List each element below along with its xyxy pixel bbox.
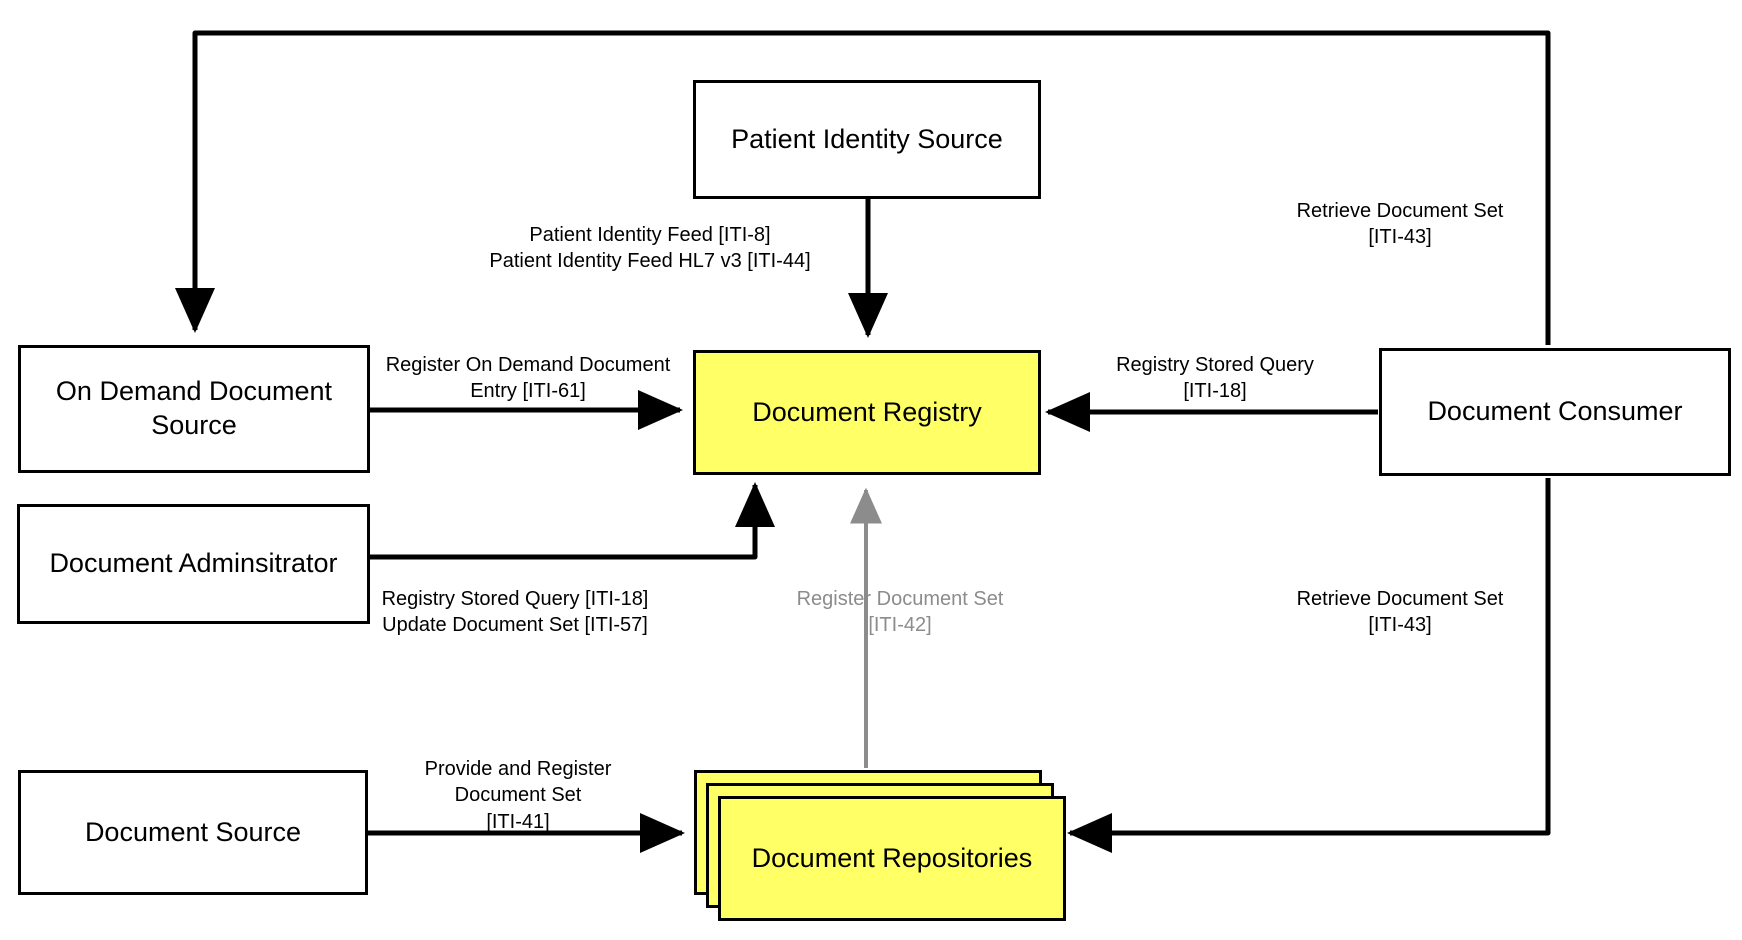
node-document-repositories[interactable]: Document Repositories bbox=[718, 796, 1066, 921]
edge-document-administrator-transactions bbox=[370, 481, 775, 560]
node-on-demand-document-source[interactable]: On Demand Document Source bbox=[18, 345, 370, 473]
node-document-registry[interactable]: Document Registry bbox=[693, 350, 1041, 475]
edge-label-provide-and-register-document-set: Provide and Register Document Set [ITI-4… bbox=[424, 758, 612, 833]
node-label-document-source: Document Source bbox=[84, 816, 302, 847]
edge-label-registry-stored-query: Registry Stored Query [ITI-18] bbox=[1116, 354, 1314, 403]
edge-label-retrieve-document-set-bottom: Retrieve Document Set [ITI-43] bbox=[1296, 588, 1504, 637]
edge-label-register-document-set: Register Document Set [ITI-42] bbox=[796, 588, 1004, 637]
node-document-consumer[interactable]: Document Consumer bbox=[1379, 348, 1731, 476]
edge-retrieve-document-set-bottom bbox=[1066, 478, 1551, 853]
edge-label-register-on-demand-document-entry: Register On Demand Document Entry [ITI-6… bbox=[385, 354, 671, 403]
edge-label-retrieve-document-set-top: Retrieve Document Set [ITI-43] bbox=[1296, 200, 1504, 249]
node-label-on-demand-document-source: On Demand Document Source bbox=[55, 376, 333, 440]
node-label-document-consumer: Document Consumer bbox=[1427, 396, 1683, 427]
node-document-source[interactable]: Document Source bbox=[18, 770, 368, 895]
node-label-document-registry: Document Registry bbox=[752, 396, 982, 427]
edge-label-document-administrator-transactions: Registry Stored Query [ITI-18] Update Do… bbox=[381, 588, 649, 637]
node-label-document-adminsitrator: Document Adminsitrator bbox=[49, 548, 338, 579]
node-document-adminsitrator[interactable]: Document Adminsitrator bbox=[17, 504, 370, 624]
edge-retrieve-document-set-top bbox=[175, 30, 1551, 345]
node-label-patient-identity-source: Patient Identity Source bbox=[731, 123, 1003, 154]
node-patient-identity-source[interactable]: Patient Identity Source bbox=[693, 80, 1041, 199]
node-label-document-repositories: Document Repositories bbox=[751, 842, 1033, 873]
edge-label-patient-identity-feed: Patient Identity Feed [ITI-8] Patient Id… bbox=[489, 224, 811, 273]
